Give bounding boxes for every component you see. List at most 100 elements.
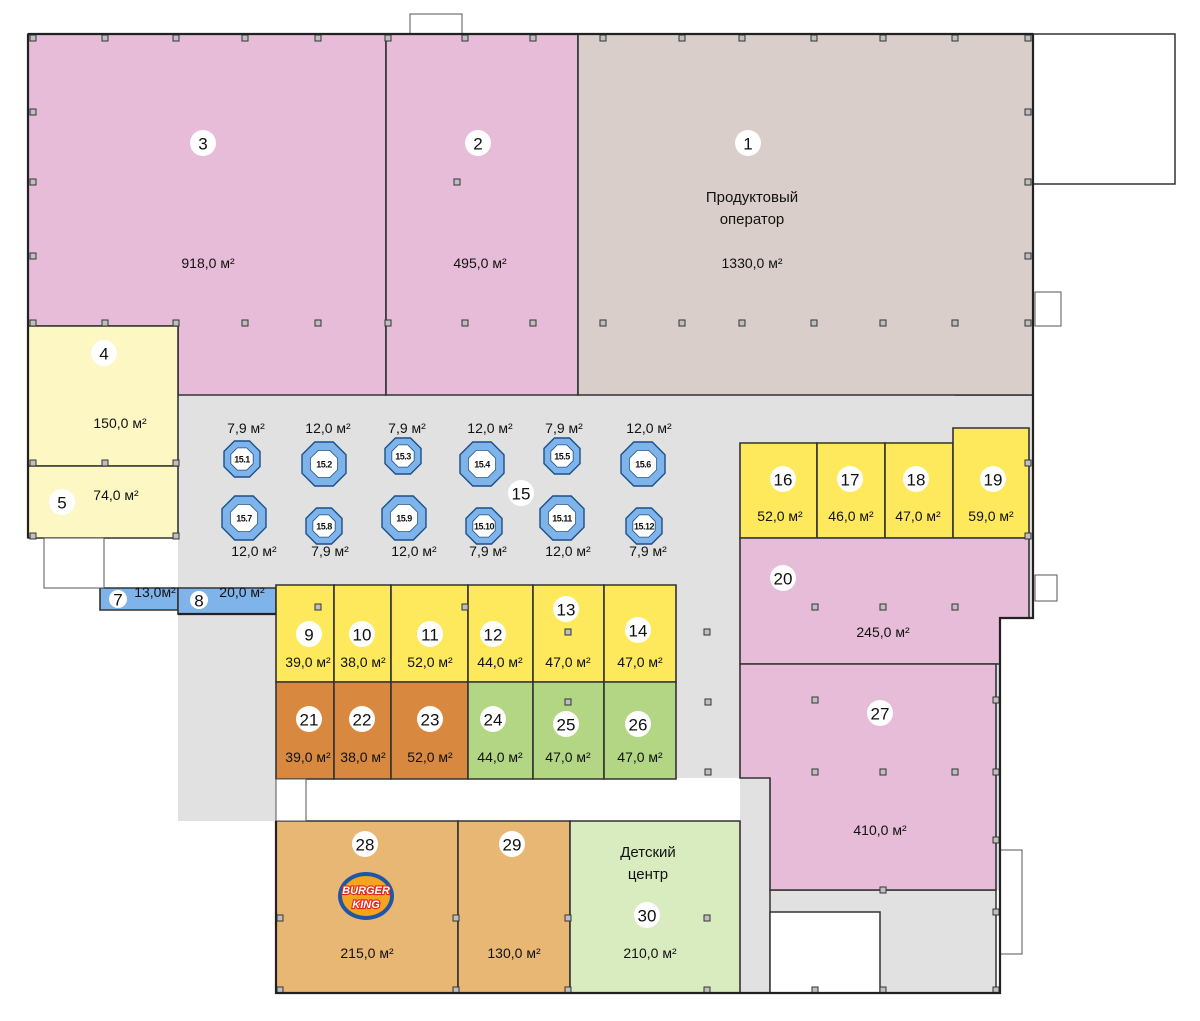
unit-number: 17 [841,471,860,490]
unit-area: 44,0 м² [477,749,523,765]
kiosk-15.6[interactable]: 15.612,0 м² [620,420,672,487]
unit-number-badge [417,706,443,732]
structural-column [29,532,37,540]
unit-20-shape[interactable] [739,537,1030,665]
kiosk-inner [472,514,496,538]
structural-column [879,886,887,894]
unit-9[interactable]: 939,0 м² [275,584,335,683]
entrance-door-icon [409,13,463,35]
kiosk-15.12[interactable]: 15.127,9 м² [625,507,667,559]
structural-column [564,628,572,636]
unit-area: 47,0 м² [617,749,663,765]
unit-number: 24 [484,711,503,730]
kiosk-15.7[interactable]: 15.712,0 м² [221,495,277,559]
structural-column [879,34,887,42]
svg-text:KING: KING [352,899,380,911]
structural-column [879,768,887,776]
kiosk-number: 15.10 [474,522,495,532]
unit-1-shape[interactable] [577,33,1034,396]
structural-column [678,319,686,327]
structural-column [678,34,686,42]
unit-area: 47,0 м² [545,749,591,765]
unit-24[interactable]: 24 44,0 м² [467,681,534,780]
unit-number: 28 [356,836,375,855]
structural-column [172,34,180,42]
kiosk-15.3[interactable]: 15.37,9 м² [384,420,426,475]
unit-number-badge [625,617,651,643]
unit-number: 23 [421,711,440,730]
unit-area: 150,0 м² [93,415,147,431]
structural-column [29,178,37,186]
structural-column [461,319,469,327]
unit-2-shape[interactable] [385,33,579,396]
unit-area: 74,0 м² [93,487,139,503]
unit-5[interactable]: 5 74,0 м² [27,465,179,539]
structural-column [101,34,109,42]
structural-column [172,532,180,540]
unit-name: оператор [720,211,785,228]
kiosk-inner [312,514,336,538]
kiosk-15.1[interactable]: 15.1 7,9 м² [223,420,265,478]
exterior-wall [26,32,1035,995]
structural-column [241,34,249,42]
kiosk-number: 15.1 [234,455,250,465]
kiosk-number: 15.2 [316,460,332,470]
unit-area: 47,0 м² [895,508,941,524]
unit-number-badge [634,902,660,928]
kiosk-area: 12,0 м² [391,543,437,559]
structural-column [314,603,322,611]
kiosk-area: 12,0 м² [467,420,513,436]
unit-number-badge [190,591,208,609]
kiosk-area: 7,9 м² [469,543,507,559]
structural-column [314,319,322,327]
kiosk-inner [547,503,577,533]
kiosk-15.5[interactable]: 15.57,9 м² [543,420,583,475]
kiosk-15.2[interactable]: 15.212,0 м² [301,420,351,487]
structural-column [29,319,37,327]
unit-name: Детский [620,844,676,861]
unit-15[interactable]: 15 [508,480,534,506]
structural-column [1024,319,1032,327]
kiosk-15.10[interactable]: 15.10 7,9 м² [465,507,507,559]
kiosk-15.4[interactable]: 15.412,0 м² [459,420,513,487]
kiosk-area: 7,9 м² [227,420,265,436]
kiosk-15.8[interactable]: 15.87,9 м² [305,507,349,559]
entrance-door-icon [1034,291,1062,327]
unit-number-badge [352,831,378,857]
entrance-door-icon [999,849,1023,955]
unit-area: 38,0 м² [340,749,386,765]
unit-number: 5 [57,494,66,513]
structural-column [461,603,469,611]
kiosk-15.9[interactable]: 15.912,0 м² [381,495,437,559]
structural-column [1024,34,1032,42]
kiosk-number: 15.11 [552,514,572,524]
unit-number-badge [553,596,579,622]
unit-27-shape[interactable] [739,663,997,891]
structural-column [29,252,37,260]
